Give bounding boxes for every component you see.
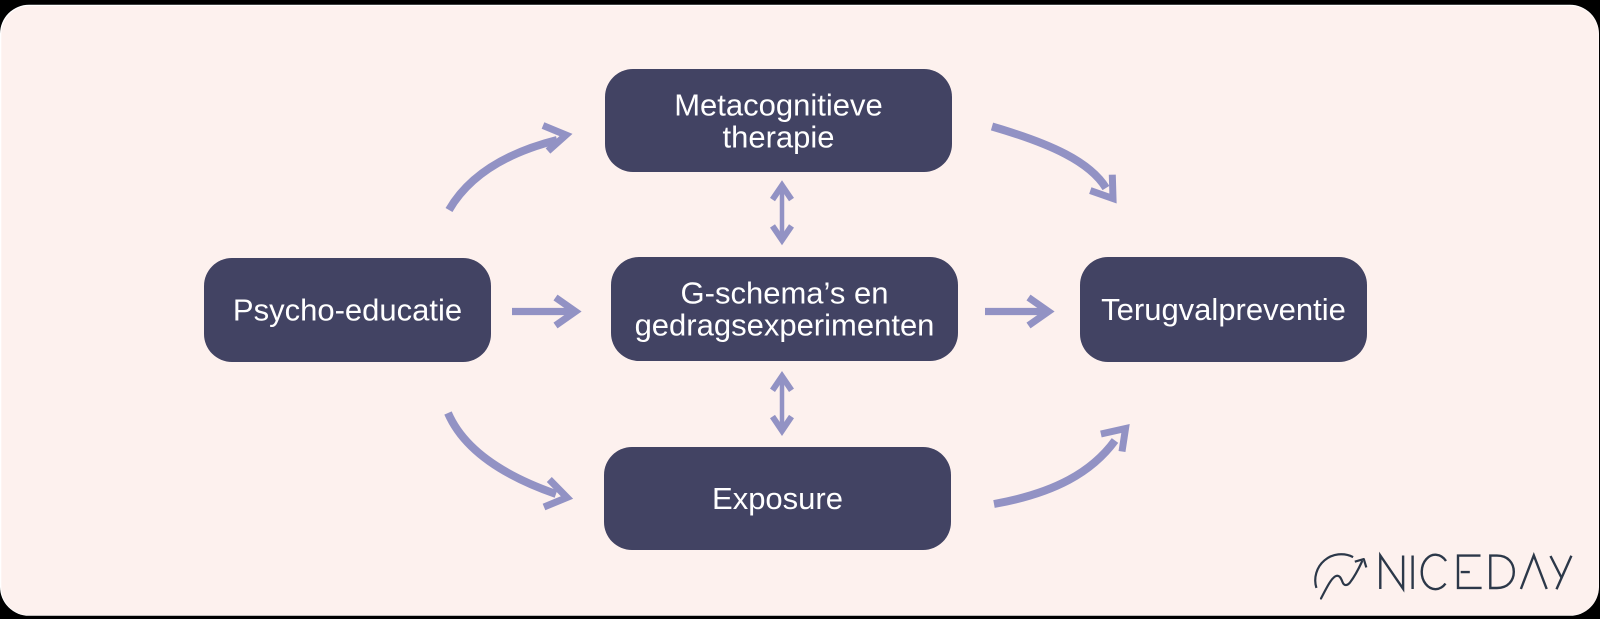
- svg-text:gedragsexperimenten: gedragsexperimenten: [635, 308, 935, 343]
- svg-text:Exposure: Exposure: [712, 481, 843, 516]
- svg-text:Metacognitieve: Metacognitieve: [674, 88, 883, 123]
- svg-text:therapie: therapie: [722, 120, 834, 155]
- svg-text:Terugvalpreventie: Terugvalpreventie: [1101, 292, 1346, 327]
- svg-text:Psycho-educatie: Psycho-educatie: [233, 293, 462, 328]
- svg-text:G-schema’s en: G-schema’s en: [681, 276, 889, 311]
